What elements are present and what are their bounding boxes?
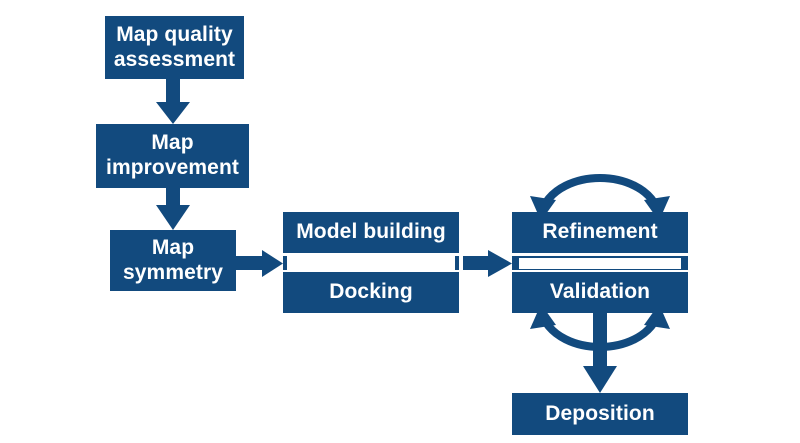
arc-top-refinement-validation [530,173,670,221]
arrow-improvement-to-symmetry [156,188,190,230]
arrow-symmetry-to-building [236,250,283,277]
node-label: Validation [549,280,651,304]
node-validation[interactable]: Validation [512,272,688,313]
node-docking[interactable]: Docking [283,272,459,313]
arrow-quality-to-improvement [156,79,190,124]
node-label: Docking [329,280,413,304]
node-model-building[interactable]: Model building [283,212,459,253]
node-map-improvement[interactable]: Map improvement [96,124,249,188]
node-refinement[interactable]: Refinement [512,212,688,253]
arc-bottom-validation-refinement [530,304,670,352]
group-spine-right [512,256,688,270]
node-map-quality-assessment[interactable]: Map quality assessment [105,16,244,79]
node-map-symmetry[interactable]: Map symmetry [110,230,236,291]
arrow-validation-to-deposition [583,313,617,393]
node-label: Deposition [545,401,655,425]
group-spine-middle [283,256,459,270]
node-label: Map symmetry [122,235,224,284]
node-label: Refinement [542,220,658,244]
node-label: Model building [296,220,446,244]
node-deposition[interactable]: Deposition [512,393,688,435]
node-label: Map improvement [106,131,239,179]
arrow-building-to-refinement [463,250,512,277]
node-label: Map quality assessment [113,22,236,71]
